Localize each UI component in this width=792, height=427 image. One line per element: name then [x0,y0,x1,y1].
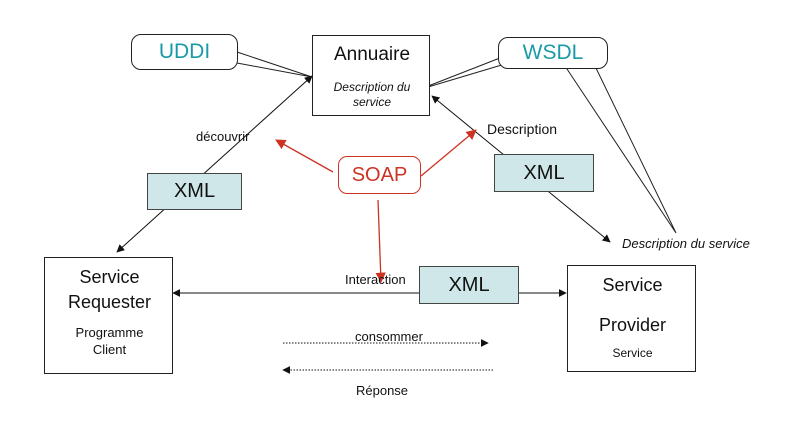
xml-label-interaction: XML [448,273,490,296]
label-interaction: Interaction [345,272,406,287]
label-decouvrir: découvrir [196,129,250,144]
wsdl-label: WSDL [522,41,584,64]
soap-arrow-right [420,129,477,177]
wsdl-callout: WSDL [498,37,608,69]
service-requester-box: Service Requester Programme Client [44,257,173,374]
provider-line1: Service [602,275,663,295]
xml-label-discover: XML [173,180,216,202]
annuaire-desc-line2: service [352,95,391,109]
wsdl-pointer-description [564,65,677,234]
annuaire-desc-line1: Description du [333,80,411,94]
wsdl-pointer-annuaire [417,55,506,91]
service-provider-box: Service Provider Service [567,265,696,372]
requester-sub1: Programme [75,325,144,340]
uddi-callout: UDDI [131,34,238,70]
requester-line1: Service [79,267,140,287]
requester-sub2: Client [92,342,127,357]
provider-sub: Service [612,346,653,360]
requester-line2: Requester [67,292,152,312]
arrow-discover [116,75,313,253]
annuaire-box: Annuaire Description du service [312,35,430,116]
provider-line2: Provider [598,315,667,335]
label-description: Description [487,121,558,137]
soap-arrow-left [275,139,334,173]
xml-box-discover: XML [147,173,242,210]
label-consommer: consommer [355,329,423,344]
uddi-label: UDDI [158,40,211,63]
annuaire-title: Annuaire [333,44,411,65]
xml-box-description: XML [494,154,594,192]
soap-label: SOAP [351,163,408,186]
label-reponse: Réponse [356,383,409,398]
soap-box: SOAP [338,156,421,194]
label-description-service: Description du service [622,236,750,251]
xml-box-interaction: XML [419,266,519,304]
soap-arrow-down [375,199,386,284]
xml-label-description: XML [523,161,565,184]
uddi-callout-pointer [236,51,313,78]
